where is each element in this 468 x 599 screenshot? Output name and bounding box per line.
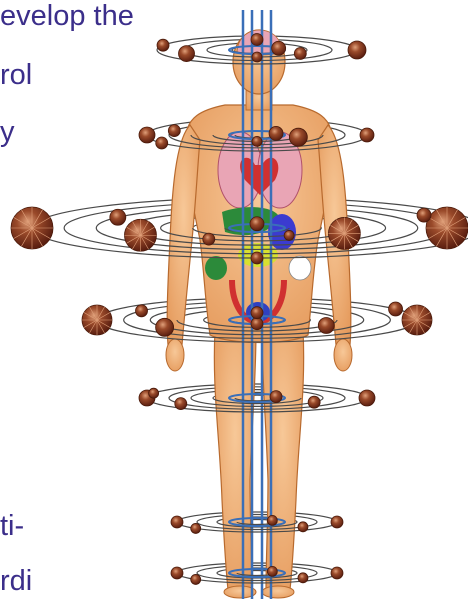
energy-orb	[389, 302, 403, 316]
left-kidney	[205, 256, 227, 280]
energy-orb	[289, 128, 307, 146]
energy-orb	[269, 126, 283, 140]
energy-orb	[417, 208, 431, 222]
energy-orb	[298, 573, 308, 583]
energy-orb	[270, 391, 282, 403]
energy-orb	[191, 523, 201, 533]
energy-orb	[360, 128, 374, 142]
right-hand	[334, 339, 352, 371]
energy-orb	[171, 567, 183, 579]
energy-orb	[272, 41, 286, 55]
right-foot	[262, 586, 294, 598]
right-leg	[262, 330, 304, 590]
energy-orb	[139, 127, 155, 143]
energy-orb	[267, 515, 277, 525]
energy-orb	[136, 305, 148, 317]
energy-orb	[284, 230, 294, 240]
energy-orb	[251, 34, 263, 46]
energy-orb	[252, 52, 262, 62]
energy-orb	[157, 39, 169, 51]
energy-orb	[179, 46, 195, 62]
energy-orb	[318, 318, 334, 334]
energy-orb	[110, 209, 126, 225]
left-leg	[214, 330, 256, 590]
energy-orb	[175, 398, 187, 410]
energy-orb	[191, 574, 201, 584]
energy-ring-back	[147, 384, 367, 398]
energy-orb	[149, 388, 159, 398]
energy-orb	[331, 516, 343, 528]
energy-orb	[308, 396, 320, 408]
energy-orb	[252, 136, 262, 146]
right-kidney	[289, 256, 311, 280]
energy-orb	[298, 522, 308, 532]
energy-orb	[250, 217, 264, 231]
energy-orb	[156, 318, 174, 336]
energy-orb	[156, 137, 168, 149]
energy-orb	[251, 307, 263, 319]
energy-orb	[348, 41, 366, 59]
energy-orb	[267, 566, 277, 576]
energy-orb	[294, 48, 306, 60]
left-arm	[167, 125, 200, 345]
energy-orb	[203, 233, 215, 245]
energy-orb	[359, 390, 375, 406]
energy-orb	[331, 567, 343, 579]
energy-orb	[251, 252, 263, 264]
energy-orb	[171, 516, 183, 528]
left-hand	[166, 339, 184, 371]
energy-orb	[168, 125, 180, 137]
energy-orb	[251, 318, 263, 330]
